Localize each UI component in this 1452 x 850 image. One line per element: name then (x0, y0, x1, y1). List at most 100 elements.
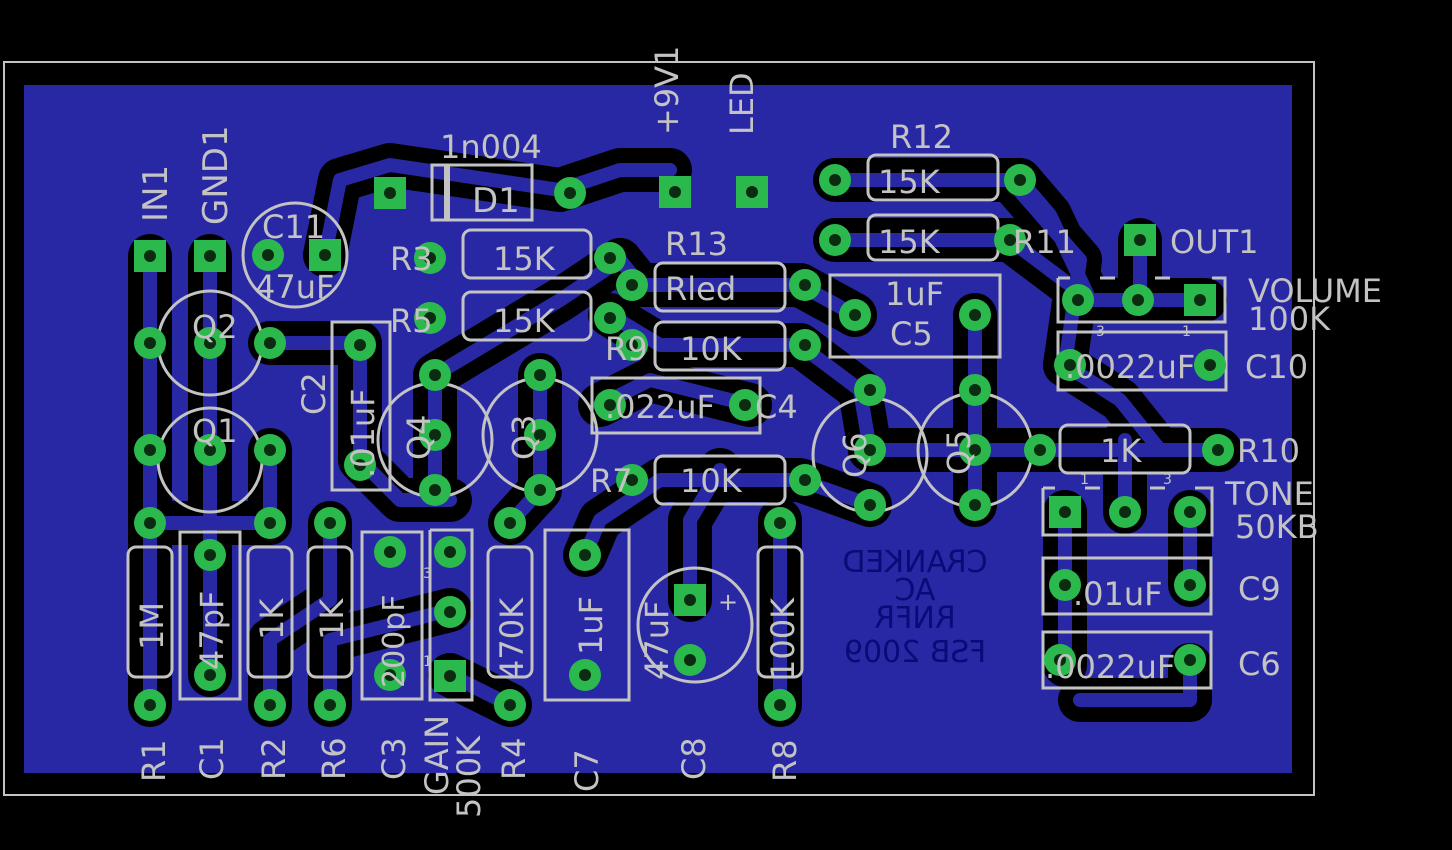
pad-hole-73 (444, 670, 456, 682)
pad-hole-39 (1054, 654, 1066, 666)
pad-hole-15 (604, 312, 616, 324)
label-r12-value: 15K (878, 163, 941, 201)
pad-hole-28 (1132, 294, 1144, 306)
label-r7: R7 (590, 462, 633, 500)
label-tone: TONE (1224, 475, 1314, 513)
pad-hole-45 (204, 444, 216, 456)
label-volume-value: 100K (1248, 300, 1331, 338)
label-r4-value: 470K (493, 597, 531, 680)
label-c5: C5 (890, 315, 933, 353)
pad-hole-25 (969, 309, 981, 321)
pad-hole-72 (444, 606, 456, 618)
label-r2-value: 1K (253, 598, 291, 640)
pad-hole-30 (1064, 359, 1076, 371)
pad-hole-52 (534, 484, 546, 496)
label-r10: R10 (1237, 432, 1300, 470)
label-c10-value: .0022uF (1065, 348, 1195, 386)
pad-hole-55 (864, 499, 876, 511)
pad-hole-77 (579, 669, 591, 681)
bottom-text-line-2: AC (895, 573, 936, 608)
pad-hole-3 (262, 249, 274, 261)
pad-hole-63 (204, 549, 216, 561)
pad-hole-71 (444, 546, 456, 558)
label-r9-value: 10K (680, 330, 743, 368)
pad-hole-47 (429, 369, 441, 381)
label-c4: C4 (755, 388, 798, 426)
pad-hole-70 (384, 669, 396, 681)
pot-gain-pin-3: 3 (423, 566, 432, 582)
label-q1: Q1 (192, 412, 238, 450)
pad-hole-13 (604, 252, 616, 264)
pad-hole-49 (429, 484, 441, 496)
pad-hole-41 (144, 337, 156, 349)
label-r3: R3 (390, 240, 433, 278)
pad-hole-20 (604, 399, 616, 411)
pad-hole-11 (1004, 234, 1016, 246)
pad-hole-6 (669, 186, 681, 198)
label-gnd1: GND1 (196, 125, 236, 225)
pot-tone-pin-1: 1 (1080, 472, 1089, 488)
pad-hole-38 (1184, 579, 1196, 591)
label-r7-value: 10K (680, 462, 743, 500)
label-c7-value: 1uF (572, 596, 610, 655)
label-c6: C6 (1238, 645, 1281, 683)
pot-volume-pin-3: 3 (1096, 324, 1105, 340)
pad-hole-21 (739, 399, 751, 411)
pad-hole-2 (319, 249, 331, 261)
label-r3-value: 15K (493, 240, 556, 278)
label-r12: R12 (890, 118, 953, 156)
label-c9: C9 (1238, 570, 1281, 608)
label-c4-value: .022uF (605, 388, 715, 426)
pad-hole-14 (424, 312, 436, 324)
pad-hole-9 (1014, 174, 1026, 186)
pad-hole-35 (1119, 506, 1131, 518)
label-d1-value: 1n004 (440, 128, 542, 166)
label-c3-value: 200pF (377, 594, 412, 688)
pad-hole-16 (626, 279, 638, 291)
pad-hole-79 (684, 654, 696, 666)
label-c2: C2 (295, 372, 333, 415)
pad-hole-1 (204, 250, 216, 262)
bottom-text-line-4: FSB 2009 (844, 635, 986, 670)
pad-hole-62 (144, 699, 156, 711)
label-volume: VOLUME (1248, 272, 1382, 310)
label-r1-value: 1M (133, 602, 171, 650)
copper-traces (143, 158, 1227, 712)
label-c1-value: 47pF (193, 591, 231, 670)
pad-hole-34 (1059, 506, 1071, 518)
label-r11-value: 15K (878, 223, 941, 261)
pad-hole-10 (829, 234, 841, 246)
pad-hole-75 (504, 699, 516, 711)
pad-hole-51 (534, 429, 546, 441)
label-c11-value: 47uF (255, 268, 334, 306)
pad-hole-67 (324, 517, 336, 529)
pot-volume-pin-1: 1 (1182, 324, 1191, 340)
pad-hole-59 (354, 339, 366, 351)
pad-hole-40 (1184, 654, 1196, 666)
pad-hole-36 (1184, 506, 1196, 518)
label-9v1: +9V1 (648, 46, 686, 135)
pad-hole-69 (384, 546, 396, 558)
pad-hole-42 (204, 337, 216, 349)
pad-hole-37 (1059, 579, 1071, 591)
label-c7: C7 (568, 749, 606, 792)
pad-hole-58 (969, 499, 981, 511)
label-c8: C8 (675, 737, 713, 780)
pad-hole-32 (1034, 444, 1046, 456)
pads (134, 164, 1234, 721)
label-c2-value: .01uF (344, 388, 382, 478)
label-c1: C1 (193, 737, 231, 780)
pad-hole-74 (504, 517, 516, 529)
label-c5-value: 1uF (885, 275, 944, 313)
label-led: LED (723, 72, 761, 135)
pad-hole-50 (534, 369, 546, 381)
pad-hole-46 (264, 444, 276, 456)
pad-hole-19 (799, 339, 811, 351)
label-r9: R9 (605, 330, 648, 368)
label-r5-value: 15K (493, 302, 556, 340)
label-r2: R2 (255, 737, 293, 780)
pad-hole-4 (384, 187, 396, 199)
bottom-text-line-1: CRANKED (842, 545, 987, 580)
label-r6-value: 1K (313, 598, 351, 640)
